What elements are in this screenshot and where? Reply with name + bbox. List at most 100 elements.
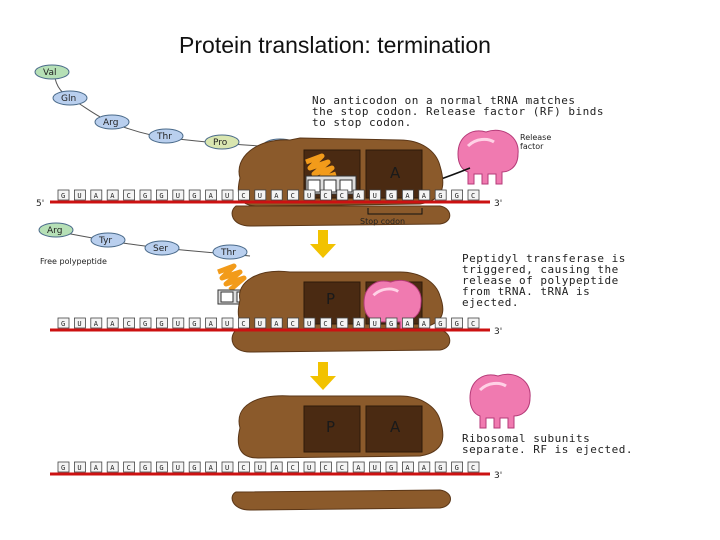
nucleotide-letter: A <box>209 320 214 328</box>
nucleotide-letter: A <box>274 320 279 328</box>
nucleotide-letter: G <box>389 320 393 328</box>
nucleotide <box>57 189 70 201</box>
nucleotide-letter: A <box>110 192 115 200</box>
nucleotide <box>303 461 316 473</box>
amino-acid <box>38 222 74 238</box>
amino-acid-label: Val <box>43 68 56 78</box>
nucleotide-letter: G <box>143 192 147 200</box>
nucleotide-letter: A <box>422 320 427 328</box>
nucleotide <box>237 461 250 473</box>
amino-acid-label: Arg <box>103 118 118 128</box>
caption-line: Ribosomal subunits <box>462 432 590 445</box>
step-arrow-1 <box>310 230 336 258</box>
nucleotide <box>319 317 332 329</box>
nucleotide <box>401 461 414 473</box>
nucleotide <box>205 189 218 201</box>
nucleotide <box>369 461 382 473</box>
nucleotide-letter: U <box>258 464 262 472</box>
panel-1: ValGlnArgThrProThr No anticodon on a nor… <box>34 64 604 227</box>
nucleotide-letter: C <box>340 192 344 200</box>
p-site <box>303 281 361 325</box>
nucleotide <box>451 317 464 329</box>
nucleotide-letter: C <box>471 192 475 200</box>
nucleotide <box>221 461 234 473</box>
nucleotide-letter: U <box>258 320 262 328</box>
nucleotide-letter: U <box>176 464 180 472</box>
nucleotide-letter: U <box>77 320 81 328</box>
caption-line: from tRNA. tRNA is <box>462 285 590 298</box>
amino-acid <box>94 114 130 130</box>
nucleotide <box>418 461 431 473</box>
mrna-5-prime: 5' <box>36 199 44 209</box>
nucleotide-letter: U <box>373 464 377 472</box>
nucleotide <box>385 189 398 201</box>
nucleotide <box>205 461 218 473</box>
amino-acid <box>144 240 180 256</box>
nucleotide <box>237 317 250 329</box>
nucleotide-letter: U <box>225 464 229 472</box>
nucleotide <box>106 317 119 329</box>
nucleotide <box>434 461 447 473</box>
nucleotide <box>57 461 70 473</box>
small-subunit <box>231 205 451 227</box>
nucleotide <box>74 317 86 329</box>
nucleotide <box>74 189 86 201</box>
nucleotide <box>451 461 464 473</box>
nucleotide <box>155 317 168 329</box>
nucleotide <box>352 317 365 329</box>
nucleotide-letter: A <box>274 192 279 200</box>
nucleotide-letter: G <box>438 192 442 200</box>
nucleotide-letter: G <box>389 464 393 472</box>
nucleotide-letter: A <box>405 320 410 328</box>
nucleotide-letter: G <box>61 320 65 328</box>
nucleotide <box>303 317 316 329</box>
nucleotide-letter: C <box>323 464 327 472</box>
nucleotide-letter: U <box>225 320 229 328</box>
nucleotide-letter: A <box>405 192 410 200</box>
nucleotide-letter: G <box>455 192 459 200</box>
nucleotide <box>237 189 250 201</box>
nucleotide-letter: U <box>176 192 180 200</box>
amino-acid-label: Pro <box>213 138 228 148</box>
nucleotide <box>418 317 431 329</box>
nucleotide <box>369 189 382 201</box>
nucleotide <box>319 461 332 473</box>
nucleotide <box>221 189 234 201</box>
release-factor-label-1: Release <box>520 133 551 142</box>
nucleotide <box>188 461 201 473</box>
nucleotide-letter: C <box>127 320 131 328</box>
caption-line: separate. RF is ejected. <box>462 443 633 456</box>
amino-acid <box>204 134 240 150</box>
nucleotide-letter: G <box>159 320 163 328</box>
caption-line: Peptidyl transferase is <box>462 252 626 265</box>
amino-acid <box>212 244 248 260</box>
nucleotide-letter: C <box>241 192 245 200</box>
nucleotide <box>90 461 103 473</box>
nucleotide <box>254 317 267 329</box>
free-polypeptide-label: Free polypeptide <box>40 257 107 266</box>
nucleotide-letter: G <box>455 320 459 328</box>
nucleotide <box>123 317 135 329</box>
nucleotide-letter: U <box>77 464 81 472</box>
nucleotide <box>155 461 168 473</box>
nucleotide-letter: G <box>192 320 196 328</box>
mrna-3-prime: 3' <box>494 199 502 209</box>
nucleotide-letter: G <box>61 192 65 200</box>
nucleotide-letter: C <box>340 320 344 328</box>
amino-acid-label: Thr <box>156 132 172 142</box>
nucleotide-letter: G <box>192 192 196 200</box>
nucleotide <box>205 317 218 329</box>
nucleotide <box>401 317 414 329</box>
amino-acid-label: Tyr <box>98 236 112 246</box>
nucleotide <box>139 317 152 329</box>
nucleotide <box>352 461 365 473</box>
nucleotide-letter: A <box>94 320 99 328</box>
nucleotide <box>270 461 283 473</box>
nucleotide <box>172 189 185 201</box>
